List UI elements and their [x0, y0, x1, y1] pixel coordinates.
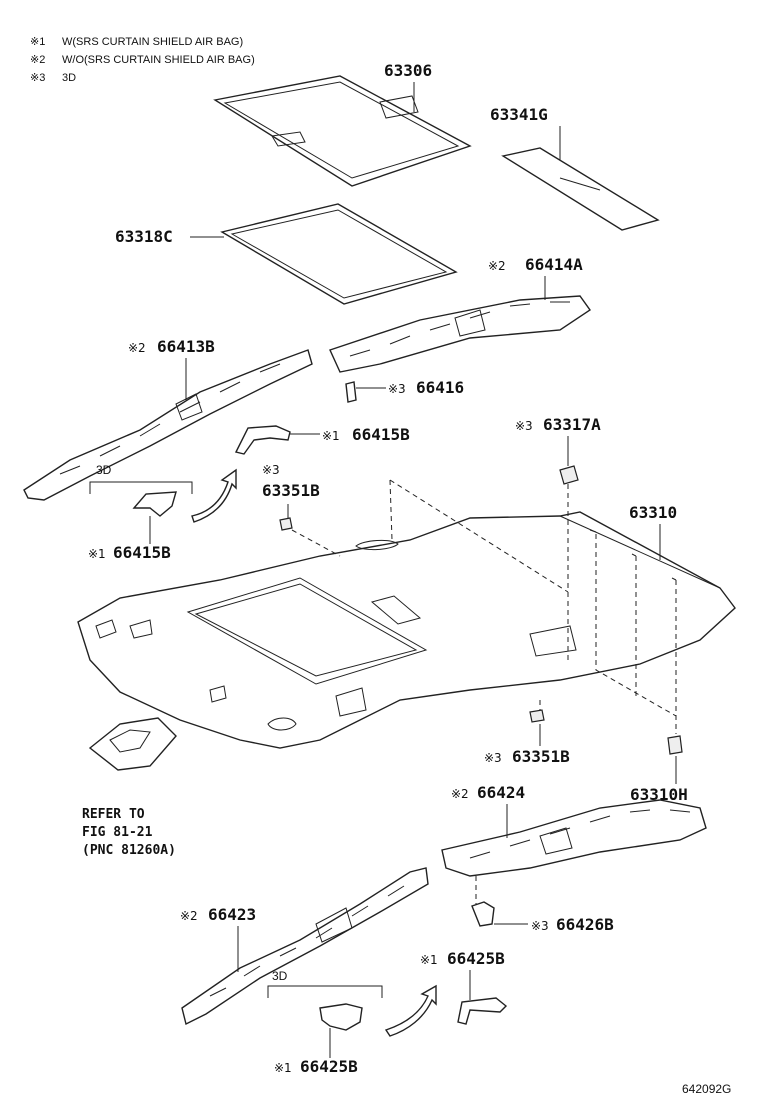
upper-3d-bracket	[89, 481, 193, 494]
mark-66425b-right: ※1	[420, 953, 438, 967]
label-63351b-top: 63351B	[262, 481, 320, 500]
refer-line-3: (PNC 81260A)	[82, 843, 176, 858]
arrow-upper-icon	[191, 468, 237, 523]
label-66425b-bottom: 66425B	[300, 1057, 358, 1076]
label-66424: 66424	[477, 783, 525, 802]
label-66416: 66416	[416, 378, 464, 397]
label-66423: 66423	[208, 905, 256, 924]
mark-66416: ※3	[388, 382, 406, 396]
legend-text-1: W(SRS CURTAIN SHIELD AIR BAG)	[62, 36, 243, 48]
label-63341g: 63341G	[490, 105, 548, 124]
retainer-66414a	[329, 295, 591, 373]
label-63306: 63306	[384, 61, 432, 80]
clip-63351b-bottom	[529, 709, 545, 723]
mark-66413b: ※2	[128, 341, 146, 355]
headliner-63310	[77, 511, 736, 749]
legend-mark-3: ※3	[30, 72, 45, 84]
retainer-66423	[181, 867, 429, 1026]
headliner-pad	[501, 147, 660, 231]
legend-text-2: W/O(SRS CURTAIN SHIELD AIR BAG)	[62, 54, 255, 66]
lower-3d-label: 3D	[272, 969, 288, 983]
legend-mark-1: ※1	[30, 36, 45, 48]
bracket-66415b-top	[234, 425, 291, 455]
figure-code: 642092G	[682, 1082, 731, 1096]
sunroof-weatherstrip	[220, 203, 458, 305]
sunshade-panel	[213, 75, 472, 187]
bracket-66426b	[471, 901, 495, 927]
legend-text-3: 3D	[62, 72, 76, 84]
lower-3d-bracket	[267, 985, 383, 998]
mark-66423: ※2	[180, 909, 198, 923]
bracket-66415b-3d	[132, 491, 177, 517]
mark-66414a: ※2	[488, 259, 506, 273]
dashed-guides	[291, 479, 677, 734]
label-63318c: 63318C	[115, 227, 173, 246]
mark-63317a: ※3	[515, 419, 533, 433]
arrow-lower-icon	[384, 984, 437, 1037]
label-63351b-bottom: 63351B	[512, 747, 570, 766]
mark-63351b-top: ※3	[262, 463, 280, 477]
label-66415b-top: 66415B	[352, 425, 410, 444]
map-lamp-assembly	[88, 717, 177, 771]
retainer-66424	[441, 799, 707, 877]
clip-63310h	[667, 735, 683, 755]
label-66414a: 66414A	[525, 255, 583, 274]
mark-66415b-left: ※1	[88, 547, 106, 561]
label-66426b: 66426B	[556, 915, 614, 934]
upper-3d-label: 3D	[96, 463, 112, 477]
retainer-66413b	[23, 349, 313, 501]
legend-mark-2: ※2	[30, 54, 45, 66]
label-66413b: 66413B	[157, 337, 215, 356]
label-63317a: 63317A	[543, 415, 601, 434]
bracket-66425b-right	[457, 997, 508, 1025]
label-63310h: 63310H	[630, 785, 688, 804]
mark-66424: ※2	[451, 787, 469, 801]
refer-line-2: FIG 81-21	[82, 825, 153, 840]
bracket-66425b-3d	[319, 1003, 363, 1031]
mark-66425b-bottom: ※1	[274, 1061, 292, 1075]
mark-63351b-bottom: ※3	[484, 751, 502, 765]
refer-line-1: REFER TO	[82, 807, 145, 822]
mark-66415b-top: ※1	[322, 429, 340, 443]
clip-63317a	[559, 465, 579, 485]
mark-66426b: ※3	[531, 919, 549, 933]
legend: ※1 W(SRS CURTAIN SHIELD AIR BAG) ※2 W/O(…	[30, 36, 255, 84]
label-66415b-left: 66415B	[113, 543, 171, 562]
label-66425b-right: 66425B	[447, 949, 505, 968]
bracket-66416	[345, 381, 357, 403]
label-63310: 63310	[629, 503, 677, 522]
clip-63351b-top	[279, 517, 293, 531]
